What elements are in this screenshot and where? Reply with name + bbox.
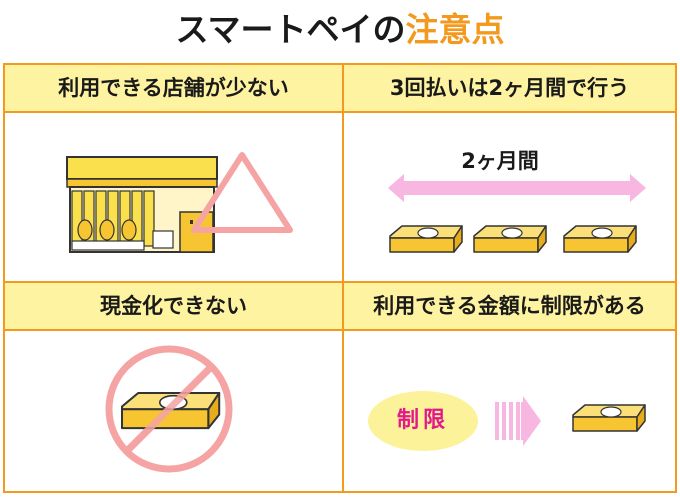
limit-label: 制限 bbox=[396, 408, 449, 433]
range-label: 2ヶ月間 bbox=[461, 149, 539, 173]
installment-range-arrow-icon bbox=[388, 174, 646, 202]
payment-card-icon bbox=[389, 225, 637, 253]
panel-heading-installments: 3回払いは2ヶ月間で行う bbox=[344, 65, 675, 111]
grid-divider-vertical bbox=[342, 65, 344, 491]
grid-divider-horizontal bbox=[5, 281, 675, 283]
limit-arrow-icon bbox=[368, 391, 646, 451]
page-title: スマートペイの注意点 bbox=[0, 6, 680, 54]
panel-heading-no-cash: 現金化できない bbox=[5, 283, 342, 329]
title-prefix: スマートペイの bbox=[175, 10, 406, 49]
store-with-warning-triangle-icon bbox=[66, 152, 293, 253]
panel-heading-stores: 利用できる店舗が少ない bbox=[5, 65, 342, 111]
panel-heading-amount-limit: 利用できる金額に制限がある bbox=[344, 283, 675, 329]
caution-grid: 利用できる店舗が少ない 3回払いは2ヶ月間で行う 現金化できない 利用できる金額… bbox=[3, 63, 677, 493]
header-divider-top bbox=[5, 111, 675, 113]
prohibited-cash-icon bbox=[105, 345, 233, 473]
header-divider-bottom bbox=[5, 329, 675, 331]
title-accent: 注意点 bbox=[405, 10, 505, 49]
